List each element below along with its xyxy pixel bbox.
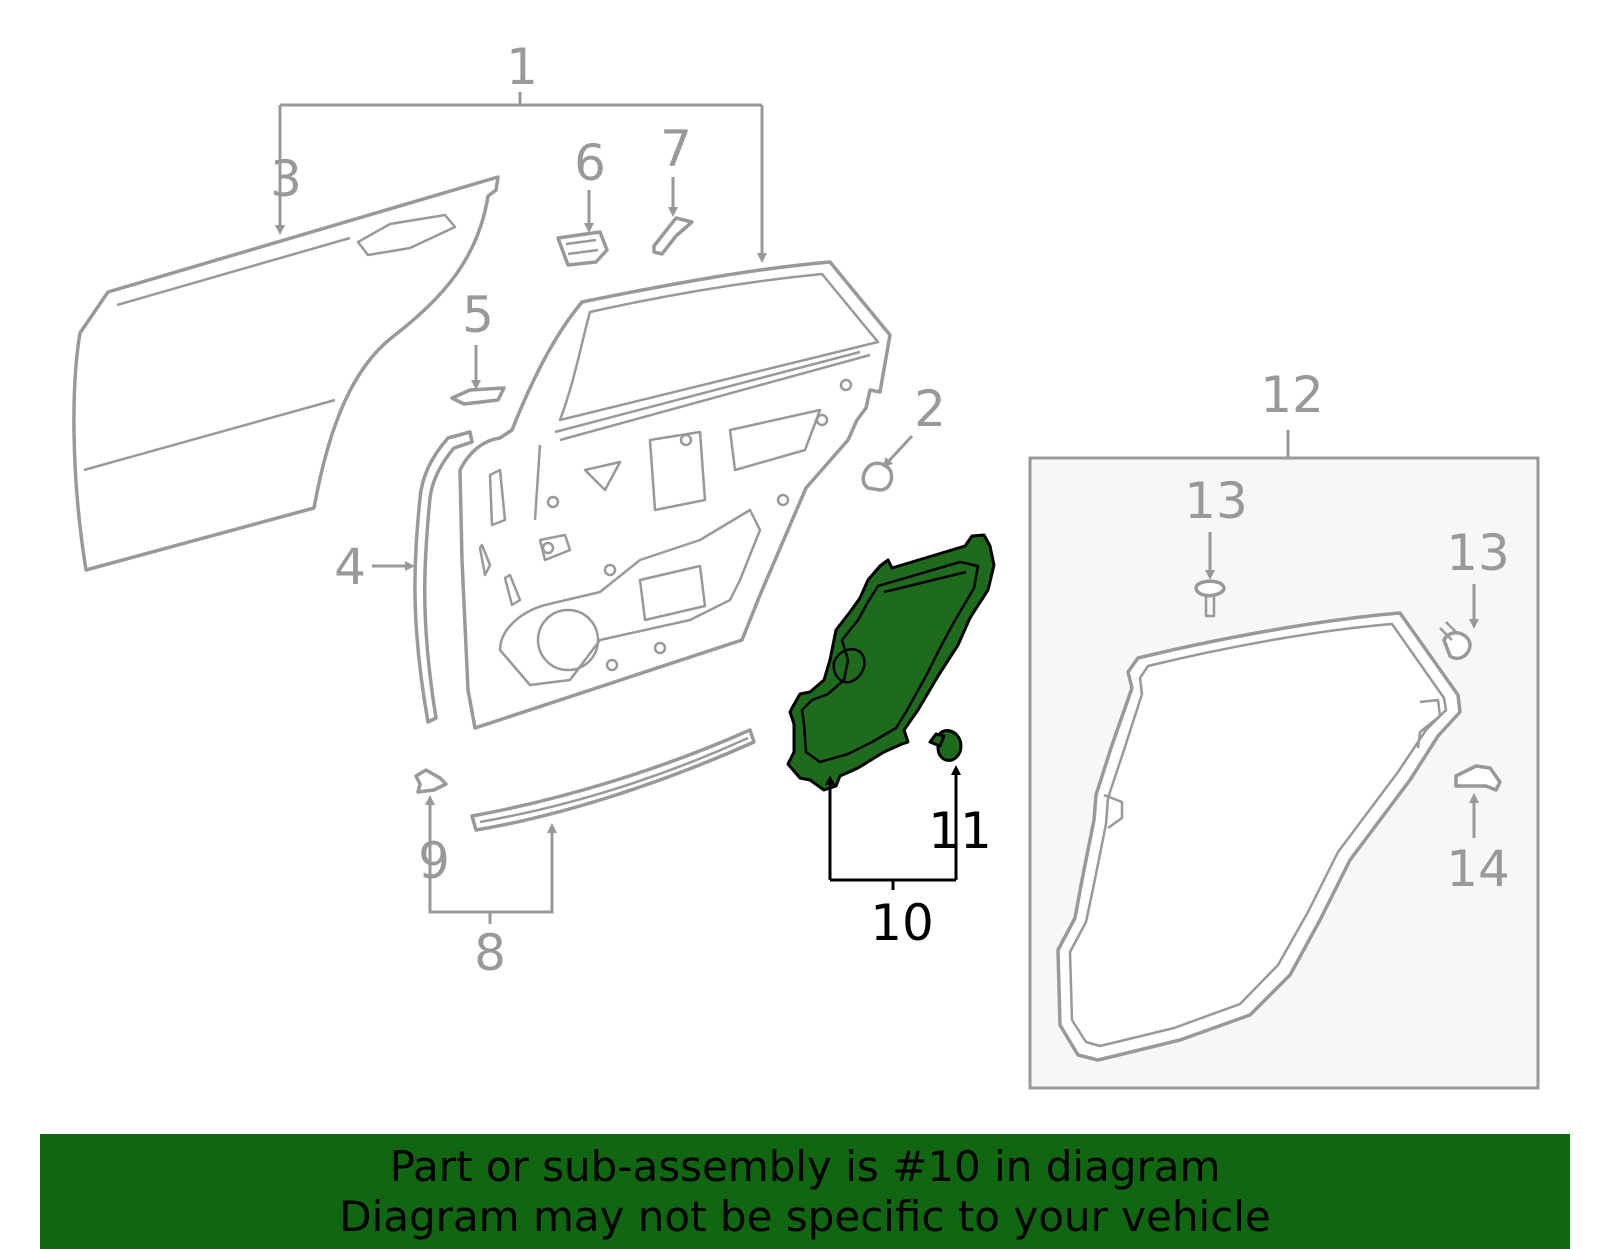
info-banner: Part or sub-assembly is #10 in diagram D… [40, 1134, 1570, 1249]
part-8-belt-molding [470, 728, 756, 832]
callout-6: 6 [574, 134, 606, 192]
callout-7: 7 [660, 120, 692, 178]
part-7-bracket [652, 216, 694, 256]
part-2-bolt [861, 461, 894, 492]
callout-3: 3 [270, 150, 302, 208]
part-12-box [1028, 430, 1540, 1090]
callout-14: 14 [1446, 840, 1510, 898]
bracket-10 [825, 765, 961, 890]
callout-13-right: 13 [1446, 524, 1510, 582]
part-4-weatherstrip [413, 430, 474, 724]
outer-door-panel [72, 175, 500, 572]
callout-8: 8 [474, 924, 506, 982]
inner-door-frame [458, 260, 892, 730]
callout-4: 4 [334, 538, 366, 596]
callout-arrows [372, 177, 1479, 924]
banner-line-2: Diagram may not be specific to your vehi… [339, 1191, 1271, 1241]
part-9-clip [414, 768, 448, 794]
callout-10: 10 [870, 894, 934, 952]
banner-line-1: Part or sub-assembly is #10 in diagram [389, 1141, 1221, 1191]
bracket-1 [275, 92, 762, 258]
callout-1: 1 [506, 38, 538, 96]
callout-13-left: 13 [1184, 472, 1248, 530]
callout-9: 9 [418, 832, 450, 890]
callout-11: 11 [928, 802, 992, 860]
callout-5: 5 [462, 286, 494, 344]
part-10-window-regulator [786, 533, 996, 792]
part-5-clip [450, 386, 506, 406]
part-6-clip [556, 230, 609, 267]
part-11-bolt [928, 729, 963, 762]
callout-2: 2 [914, 380, 946, 438]
callout-12: 12 [1260, 366, 1324, 424]
